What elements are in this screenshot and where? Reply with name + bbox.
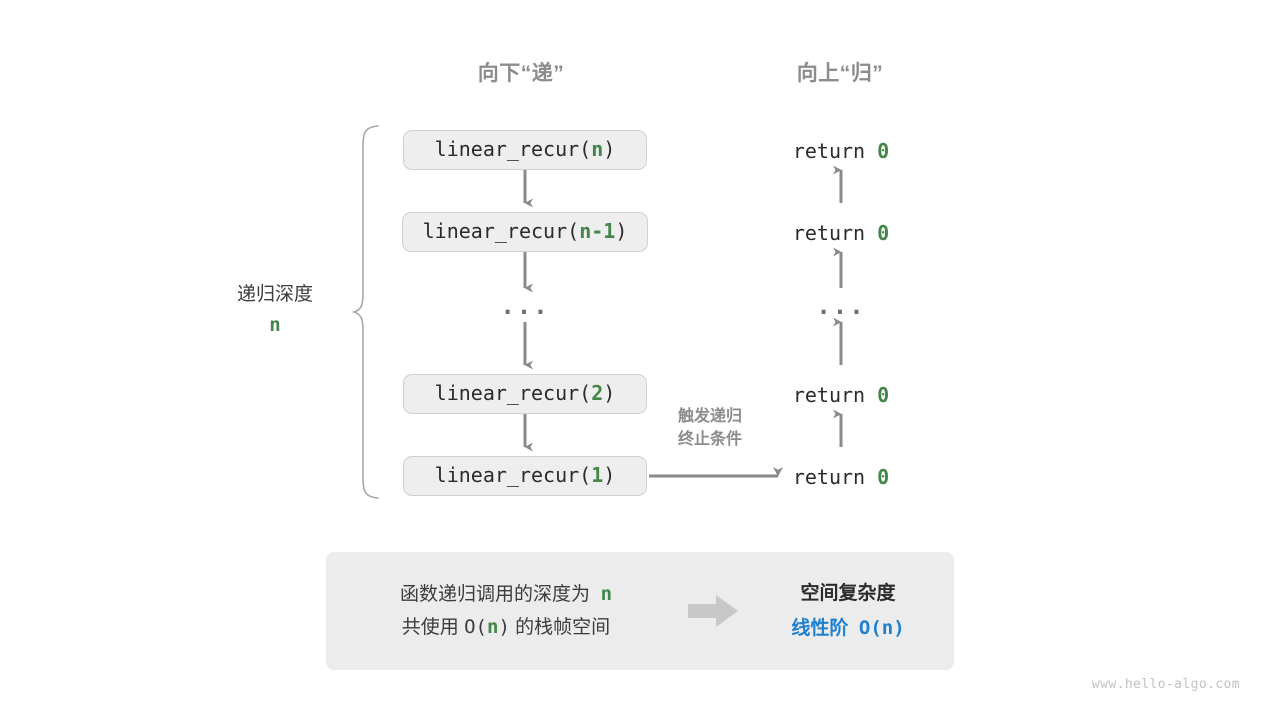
summary-left-text: 函数递归调用的深度为 n 共使用 O(n) 的栈帧空间 — [336, 578, 676, 644]
call-box-2[interactable]: linear_recur(2) — [403, 374, 647, 414]
summary-line-2: 共使用 O(n) 的栈帧空间 — [336, 611, 676, 644]
summary-line2-notation-close: ) — [498, 616, 510, 638]
return-stack-ellipsis: ··· — [816, 298, 866, 326]
summary-line1-text: 函数递归调用的深度为 — [399, 584, 590, 605]
call-box-1[interactable]: linear_recur(1) — [403, 456, 647, 496]
recursion-depth-label: 递归深度 n — [237, 282, 313, 336]
base-case-note: 触发递归 终止条件 — [678, 405, 742, 451]
right-block-arrow-icon — [688, 595, 738, 627]
return-statement-4: return 0 — [793, 465, 889, 489]
return-value: 0 — [877, 221, 890, 245]
return-keyword: return — [792, 465, 866, 489]
base-case-note-line1: 触发递归 — [677, 408, 743, 425]
summary-arrow-wrap — [676, 593, 750, 629]
call-box-arg: n-1 — [579, 219, 616, 243]
summary-line2-notation-open: O( — [464, 616, 487, 638]
footer-url: www.hello-algo.com — [1091, 677, 1240, 692]
column-header-descend: 向下“递” — [477, 62, 565, 85]
base-case-note-line2: 终止条件 — [677, 431, 743, 448]
call-box-prefix: linear_recur( — [434, 381, 592, 405]
call-box-arg: 1 — [591, 463, 604, 487]
call-box-suffix: ) — [603, 137, 616, 161]
return-statement-3: return 0 — [793, 383, 889, 407]
call-box-n-minus-1[interactable]: linear_recur(n-1) — [402, 212, 648, 252]
return-value: 0 — [877, 139, 890, 163]
summary-line2-suffix: 的栈帧空间 — [515, 617, 611, 638]
summary-line2-n: n — [486, 616, 499, 638]
return-keyword: return — [792, 383, 866, 407]
call-stack-ellipsis: ··· — [500, 298, 550, 326]
recursion-depth-text: 递归深度 — [236, 284, 314, 305]
call-box-prefix: linear_recur( — [434, 137, 592, 161]
return-keyword: return — [792, 139, 866, 163]
call-box-suffix: ) — [615, 219, 628, 243]
call-box-prefix: linear_recur( — [422, 219, 580, 243]
call-box-arg: 2 — [591, 381, 604, 405]
return-statement-1: return 0 — [793, 139, 889, 163]
call-box-n[interactable]: linear_recur(n) — [403, 130, 647, 170]
summary-line-1: 函数递归调用的深度为 n — [336, 578, 676, 611]
summary-line1-n: n — [600, 583, 613, 605]
summary-panel: 函数递归调用的深度为 n 共使用 O(n) 的栈帧空间 空间复杂度 线性阶 O(… — [326, 552, 954, 670]
summary-line2-text: 共使用 — [401, 617, 459, 638]
call-box-arg: n — [591, 137, 604, 161]
column-header-ascend: 向上“归” — [796, 62, 884, 85]
summary-complexity-notation: O(n) — [858, 617, 905, 639]
call-box-suffix: ) — [603, 463, 616, 487]
summary-complexity-order: 线性阶 — [791, 618, 849, 639]
recursion-depth-value: n — [269, 314, 281, 336]
return-value: 0 — [877, 383, 890, 407]
return-keyword: return — [792, 221, 866, 245]
summary-complexity-title: 空间复杂度 — [800, 583, 896, 604]
call-box-suffix: ) — [603, 381, 616, 405]
summary-complexity-value: 线性阶 O(n) — [750, 613, 946, 644]
return-value: 0 — [877, 465, 890, 489]
call-box-prefix: linear_recur( — [434, 463, 592, 487]
recursion-depth-brace — [352, 125, 379, 499]
summary-right-text: 空间复杂度 线性阶 O(n) — [750, 578, 954, 644]
return-statement-2: return 0 — [793, 221, 889, 245]
